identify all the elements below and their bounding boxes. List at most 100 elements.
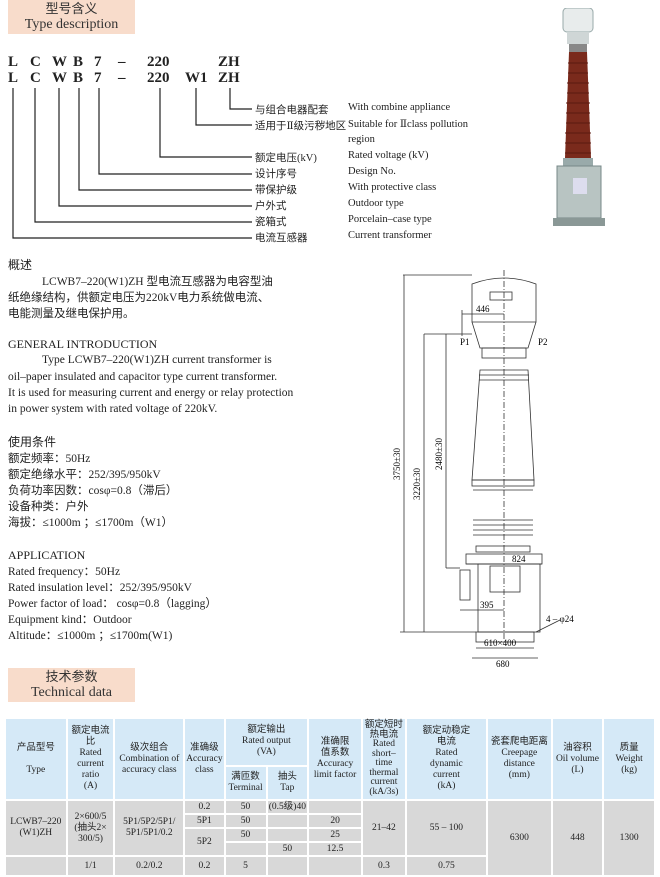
cell-acc: 5P2 — [185, 829, 224, 855]
condition-cn: 海拔：≤1000m ；≤1700m（W1） — [8, 517, 173, 529]
header-cn: 技术参数 — [45, 669, 98, 684]
condition-cn: 额定绝缘水平：252/395/950kV — [8, 469, 161, 481]
cell-oil: 448 — [552, 801, 603, 875]
table-row: 5P2 50 25 — [6, 829, 654, 855]
conditions-title-en: APPLICATION — [8, 548, 86, 562]
legend-en: Current transformer — [348, 230, 432, 241]
cell-alf — [309, 801, 361, 813]
cell-acc: 5P1 — [185, 815, 224, 827]
legend-en: Outdoor type — [348, 198, 404, 209]
legend-cn: 电流互感器 — [255, 233, 308, 244]
cell-dynamic: 0.75 — [406, 857, 487, 875]
cell-terminal: 50 — [225, 815, 266, 827]
label-p2: P2 — [538, 337, 548, 347]
type-code-leader-lines — [12, 88, 252, 239]
code-char: B — [73, 54, 84, 70]
overview-title-en: GENERAL INTRODUCTION — [8, 337, 158, 351]
condition-cn: 设备种类：户外 — [8, 501, 89, 513]
legend-cn: 额定电压(kV) — [255, 153, 317, 164]
header-en: Type description — [24, 17, 119, 32]
legend-en: With combine appliance — [348, 102, 451, 113]
code-char: – — [118, 54, 126, 70]
code-char: ZH — [218, 54, 240, 70]
conditions-title-cn: 使用条件 — [8, 435, 57, 449]
cell-alf: 12.5 — [309, 843, 361, 855]
outline-drawing: 446 P1 P2 3750±30 3220±30 2480±30 824 39… — [392, 270, 574, 669]
condition-cn: 额定频率：50Hz — [8, 453, 91, 465]
code-char: 7 — [94, 70, 102, 86]
overview-para-en: It is used for measuring current and ene… — [8, 387, 294, 399]
overview-para-cn: 电能测量及继电保护用。 — [8, 308, 135, 320]
cell-combo: 0.2/0.2 — [115, 857, 184, 875]
cell-creepage: 6300 — [488, 801, 551, 875]
cell-combo: 5P1/5P2/5P1/5P1/5P1/0.2 — [115, 801, 184, 855]
cell-tap: (0.5级)40 — [267, 801, 308, 813]
cell-terminal: 5 — [225, 857, 266, 875]
overview-para-en: Type LCWB7–220(W1)ZH current transformer… — [42, 354, 272, 366]
legend-cn: 设计序号 — [255, 169, 297, 180]
legend-cn: 户外式 — [255, 201, 287, 212]
dim-3220: 3220±30 — [412, 468, 422, 500]
dim-824: 824 — [512, 554, 526, 564]
condition-cn: 负荷功率因数：cosφ=0.8（滞后） — [8, 485, 178, 497]
overview-para-cn: 纸绝缘结构，供额定电压为220kV电力系统做电流、 — [8, 292, 270, 304]
dim-610x400: 610×400 — [484, 638, 517, 648]
table-row: 50 12.5 — [6, 843, 654, 855]
header-cn: 型号含义 — [45, 1, 98, 16]
dim-3750: 3750±30 — [392, 448, 402, 480]
cell-type — [6, 857, 66, 875]
cell-alf: 20 — [309, 815, 361, 827]
legend-en: region — [348, 134, 375, 145]
cell-alf: 25 — [309, 829, 361, 841]
cell-tap — [267, 829, 308, 841]
code-char: ZH — [218, 70, 240, 86]
cell-alf — [309, 857, 361, 875]
type-description-header: 型号含义 Type description — [8, 0, 135, 34]
cell-tap: 50 — [267, 843, 308, 855]
legend-en: With protective class — [348, 182, 437, 193]
code-char: W — [52, 70, 67, 86]
code-char: L — [8, 54, 19, 70]
condition-en: Power factor of load： cosφ=0.8（lagging） — [8, 598, 217, 610]
cell-terminal — [225, 843, 266, 855]
legend-en: Design No. — [348, 166, 396, 177]
legend-en: Rated voltage (kV) — [348, 150, 429, 161]
cell-tap — [267, 815, 308, 827]
legend-cn: 带保护级 — [255, 185, 297, 196]
cell-tap — [267, 857, 308, 875]
code-char: W1 — [185, 70, 208, 86]
cell-ratio: 2×600/5(抽头2×300/5) — [67, 801, 114, 855]
code-char: 220 — [147, 70, 170, 86]
code-char: 220 — [147, 54, 170, 70]
dim-446: 446 — [476, 304, 490, 314]
condition-en: Rated frequency：50Hz — [8, 566, 121, 578]
legend-cn: 瓷箱式 — [255, 217, 287, 228]
condition-en: Altitude：≤1000m ；≤1700m(W1) — [8, 630, 173, 642]
cell-ratio: 1/1 — [67, 857, 114, 875]
code-char: – — [118, 70, 126, 86]
legend-cn: 适用于Ⅱ级污秽地区 — [255, 121, 347, 132]
code-char: 7 — [94, 54, 102, 70]
header-en: Technical data — [30, 685, 113, 700]
legend-en: Porcelain–case type — [348, 214, 432, 225]
dim-holes: 4 – φ24 — [546, 614, 574, 624]
cell-terminal: 50 — [225, 829, 266, 841]
overview-title-cn: 概述 — [8, 258, 33, 272]
dim-2480: 2480±30 — [434, 438, 444, 470]
cell-dynamic: 55 – 100 — [406, 801, 487, 855]
legend-en: Suitable for Ⅱclass pollution — [348, 119, 468, 130]
overview-para-en: oil–paper insulated and capacitor type c… — [8, 371, 278, 383]
dim-395: 395 — [480, 600, 494, 610]
